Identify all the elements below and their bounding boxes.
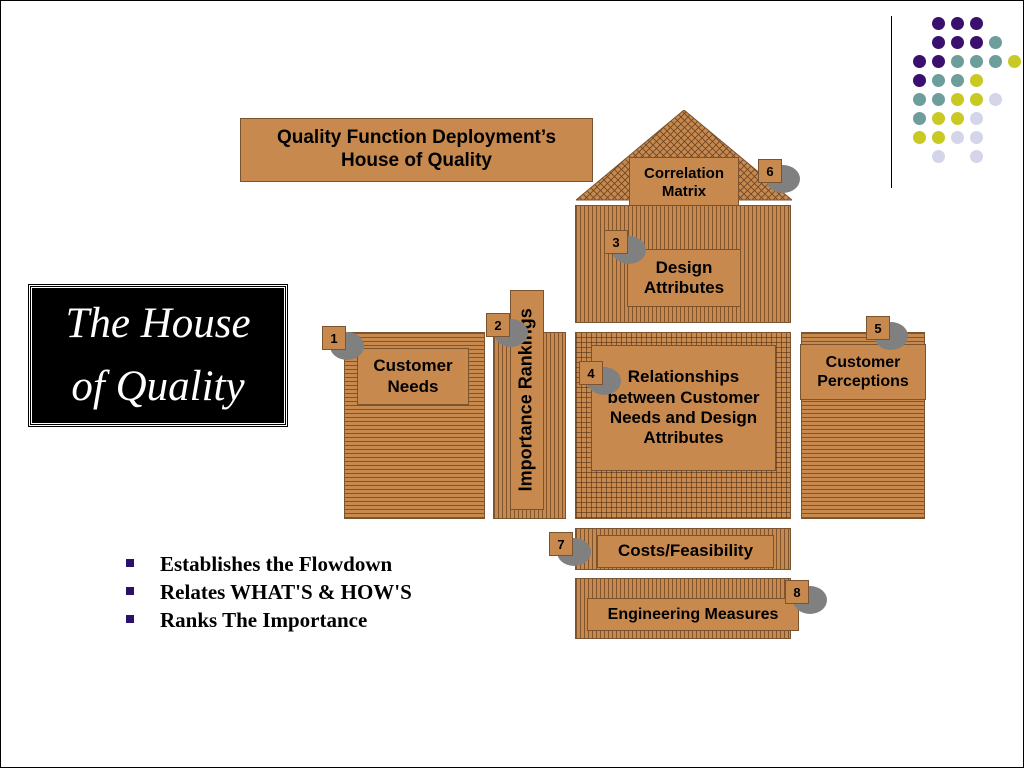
badge-8: 8 (785, 580, 827, 614)
decorative-dot (989, 55, 1002, 68)
badge-5: 5 (866, 316, 908, 350)
bullet-square-icon (126, 559, 134, 567)
badge-1: 1 (322, 326, 364, 360)
list-item: Ranks The Importance (122, 606, 412, 634)
decorative-dot (913, 131, 926, 144)
decorative-dot (970, 150, 983, 163)
decorative-dot (932, 112, 945, 125)
decorative-dot (970, 131, 983, 144)
correlation-matrix-label: Correlation Matrix (629, 157, 739, 208)
decorative-dot (951, 112, 964, 125)
header-label: Quality Function Deployment’s House of Q… (240, 118, 593, 182)
bullet-square-icon (126, 615, 134, 623)
decorative-dot (970, 55, 983, 68)
slide-title-text: The House of Quality (65, 300, 251, 410)
decorative-dot (932, 131, 945, 144)
badge-3-number: 3 (604, 230, 628, 254)
decorative-dot (932, 55, 945, 68)
badge-6: 6 (758, 159, 800, 193)
slide-title: The House of Quality (28, 284, 288, 427)
list-item: Establishes the Flowdown (122, 550, 412, 578)
decorative-dot (913, 74, 926, 87)
decorative-dot (951, 36, 964, 49)
badge-7-number: 7 (549, 532, 573, 556)
decorative-dot (932, 74, 945, 87)
bullet-text: Ranks The Importance (160, 608, 368, 632)
bullet-list: Establishes the Flowdown Relates WHAT'S … (122, 550, 412, 634)
decorative-dot (913, 112, 926, 125)
engineering-measures-label: Engineering Measures (587, 598, 799, 631)
customer-needs-label: Customer Needs (357, 348, 469, 405)
costs-feasibility-label: Costs/Feasibility (597, 535, 774, 568)
decorative-divider-line (891, 16, 892, 188)
badge-8-number: 8 (785, 580, 809, 604)
customer-perceptions-text: Customer Perceptions (817, 353, 909, 390)
design-attributes-label: Design Attributes (627, 249, 741, 307)
list-item: Relates WHAT'S & HOW'S (122, 578, 412, 606)
badge-2: 2 (486, 313, 528, 347)
decorative-dot (932, 36, 945, 49)
decorative-dot (970, 112, 983, 125)
decorative-dot (1008, 55, 1021, 68)
badge-5-number: 5 (866, 316, 890, 340)
relationships-text: Relationships between Customer Needs and… (607, 367, 760, 448)
correlation-matrix-text: Correlation Matrix (643, 164, 724, 200)
badge-4-number: 4 (579, 361, 603, 385)
decorative-dot (989, 36, 1002, 49)
customer-perceptions-label: Customer Perceptions (800, 344, 926, 400)
badge-4: 4 (579, 361, 621, 395)
decorative-dot (951, 17, 964, 30)
decorative-dot (951, 74, 964, 87)
relationships-label: Relationships between Customer Needs and… (591, 345, 776, 471)
decorative-dot (951, 131, 964, 144)
decorative-dot (970, 17, 983, 30)
decorative-dot (970, 93, 983, 106)
decorative-dot (970, 36, 983, 49)
decorative-dot (932, 93, 945, 106)
decorative-dot (913, 55, 926, 68)
decorative-dot (913, 93, 926, 106)
badge-3: 3 (604, 230, 646, 264)
decorative-dot (932, 150, 945, 163)
decorative-dot (970, 74, 983, 87)
badge-7: 7 (549, 532, 591, 566)
bullet-text: Establishes the Flowdown (160, 552, 393, 576)
badge-2-number: 2 (486, 313, 510, 337)
badge-1-number: 1 (322, 326, 346, 350)
bullet-text: Relates WHAT'S & HOW'S (160, 580, 412, 604)
costs-feasibility-text: Costs/Feasibility (617, 541, 754, 561)
decorative-dot (989, 93, 1002, 106)
customer-needs-text: Customer Needs (373, 356, 453, 396)
decorative-dot (932, 17, 945, 30)
bullet-square-icon (126, 587, 134, 595)
engineering-measures-text: Engineering Measures (607, 605, 779, 623)
decorative-dot (951, 93, 964, 106)
badge-6-number: 6 (758, 159, 782, 183)
design-attributes-text: Design Attributes (643, 257, 725, 297)
decorative-dot (951, 55, 964, 68)
header-label-text: Quality Function Deployment’s House of Q… (276, 127, 557, 171)
